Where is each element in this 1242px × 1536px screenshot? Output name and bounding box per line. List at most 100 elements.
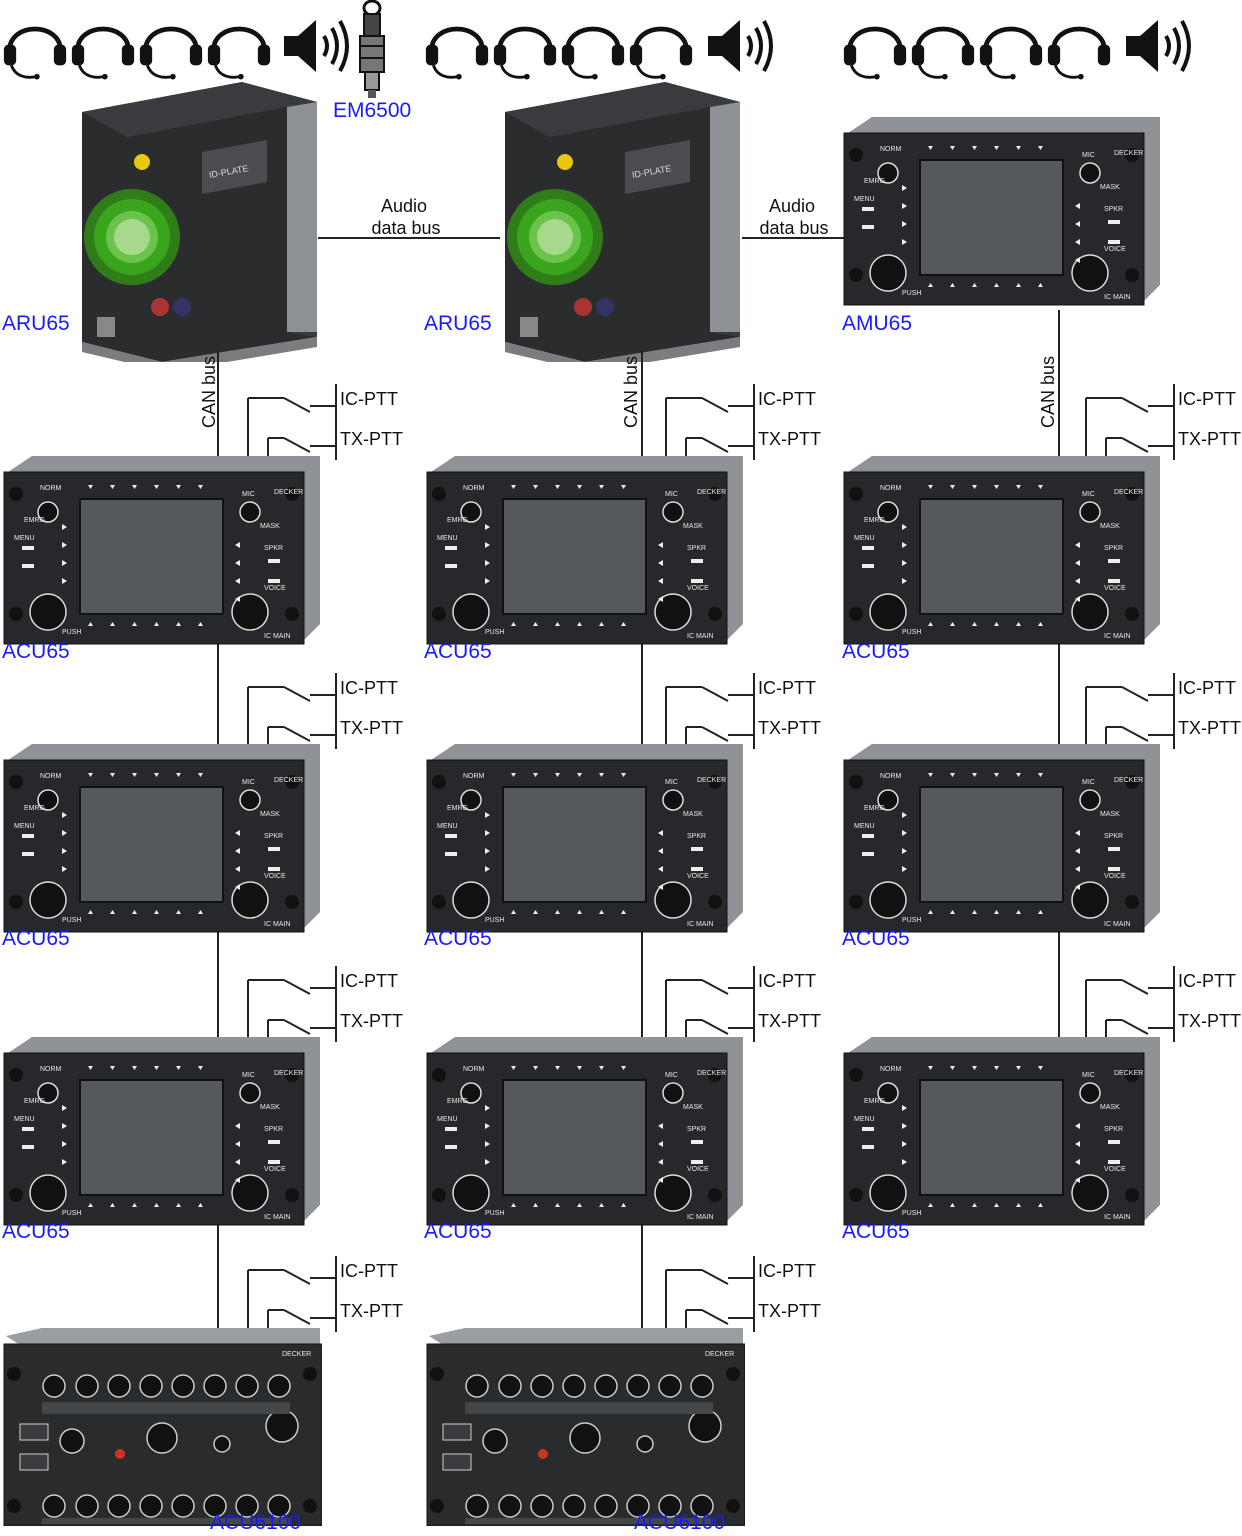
audio-bus-label-2-line2: data bus (759, 218, 828, 238)
headset-icon (912, 29, 974, 79)
ic-ptt-label: IC-PTT (1178, 678, 1236, 698)
amu65-label: AMU65 (842, 312, 912, 335)
can-bus-label-3: CAN bus (1038, 356, 1058, 428)
acu65-panel (425, 454, 745, 646)
headset-icon (1048, 29, 1110, 79)
acu65-panel (2, 742, 322, 934)
headset-icon (630, 29, 692, 79)
acu65-label: ACU65 (2, 640, 70, 663)
tx-ptt-label: TX-PTT (340, 718, 403, 738)
headset-icon (844, 29, 906, 79)
acu65-panel (842, 1035, 1162, 1227)
ic-ptt-label: IC-PTT (340, 971, 398, 991)
ptt-switch-contact (701, 397, 729, 413)
headset-icon (140, 29, 202, 79)
aru65-label-2: ARU65 (424, 312, 492, 335)
audio-bus-label-1-line2: data bus (371, 218, 440, 238)
ptt-switch-contact (701, 437, 729, 453)
amu65-unit (842, 115, 1162, 307)
headset-icon (562, 29, 624, 79)
acu65-label: ACU65 (2, 927, 70, 950)
ic-ptt-label: IC-PTT (1178, 971, 1236, 991)
acu65-label: ACU65 (2, 1220, 70, 1243)
ptt-switch-contact (1121, 1019, 1149, 1035)
ptt-switch-contact (283, 1269, 311, 1285)
headset-group-3 (844, 18, 1191, 79)
ptt-switch-contact (1121, 726, 1149, 742)
tx-ptt-label: TX-PTT (758, 1011, 821, 1031)
ptt-switch-contact (1121, 437, 1149, 453)
acu6100-label: ACU6100 (634, 1511, 725, 1534)
audio-bus-label-2-line1: Audio (769, 196, 815, 216)
ptt-switch-contact (283, 1309, 311, 1325)
ptt-switch-contact (283, 1019, 311, 1035)
acu65-panel (425, 1035, 745, 1227)
ic-ptt-label: IC-PTT (758, 678, 816, 698)
ptt-switch-contact (701, 979, 729, 995)
audio-bus-label-1-line1: Audio (381, 196, 427, 216)
aru65-unit-1 (82, 82, 317, 362)
ptt-switch-contact (701, 686, 729, 702)
ptt-switch-contact (283, 686, 311, 702)
acu65-panel (425, 742, 745, 934)
acu6100-panel (426, 1327, 745, 1526)
headset-icon (208, 29, 270, 79)
headset-icon (426, 29, 488, 79)
acu65-panel (2, 1035, 322, 1227)
headset-icon (4, 29, 66, 79)
acu65-panel (842, 742, 1162, 934)
headset-group-2 (426, 18, 773, 79)
acu65-panel (842, 454, 1162, 646)
acu6100-label: ACU6100 (210, 1511, 301, 1534)
tx-ptt-label: TX-PTT (1178, 1011, 1241, 1031)
ptt-switch-contact (1121, 979, 1149, 995)
headset-group-1 (4, 0, 386, 100)
acu65-label: ACU65 (842, 927, 910, 950)
ptt-switch-contact (283, 397, 311, 413)
ptt-switch-contact (283, 979, 311, 995)
acu65-label: ACU65 (842, 1220, 910, 1243)
acu65-label: ACU65 (842, 640, 910, 663)
acu65-label: ACU65 (424, 640, 492, 663)
tx-ptt-label: TX-PTT (1178, 718, 1241, 738)
aru65-unit-2 (505, 82, 740, 362)
headset-icon (494, 29, 556, 79)
ptt-switch-contact (701, 726, 729, 742)
tx-ptt-label: TX-PTT (1178, 429, 1241, 449)
headset-icon (980, 29, 1042, 79)
ic-ptt-label: IC-PTT (340, 389, 398, 409)
can-bus-label-2: CAN bus (621, 356, 641, 428)
acu65-panel (2, 454, 322, 646)
ptt-switch-contact (701, 1309, 729, 1325)
ptt-switch-contact (1121, 686, 1149, 702)
ptt-switch-contact (701, 1019, 729, 1035)
ptt-switches: IC-PTT TX-PTT IC-PTT TX-PTT IC-PTT TX-PTT IC-P… (247, 384, 1241, 1336)
ptt-switch-contact (701, 1269, 729, 1285)
microphone-icon (358, 0, 386, 100)
ptt-switch-contact (283, 437, 311, 453)
ic-ptt-label: IC-PTT (340, 1261, 398, 1281)
tx-ptt-label: TX-PTT (758, 429, 821, 449)
tx-ptt-label: TX-PTT (340, 429, 403, 449)
ic-ptt-label: IC-PTT (758, 389, 816, 409)
ic-ptt-label: IC-PTT (1178, 389, 1236, 409)
speaker-icon (1124, 18, 1191, 74)
headset-icon (72, 29, 134, 79)
acu65-label: ACU65 (424, 1220, 492, 1243)
ic-ptt-label: IC-PTT (340, 678, 398, 698)
em6500-label: EM6500 (333, 99, 411, 122)
ptt-switch-contact (283, 726, 311, 742)
can-bus-label-1: CAN bus (199, 356, 219, 428)
speaker-icon (706, 18, 773, 74)
tx-ptt-label: TX-PTT (758, 718, 821, 738)
ic-ptt-label: IC-PTT (758, 971, 816, 991)
tx-ptt-label: TX-PTT (340, 1011, 403, 1031)
ic-ptt-label: IC-PTT (758, 1261, 816, 1281)
tx-ptt-label: TX-PTT (758, 1301, 821, 1321)
speaker-icon (282, 18, 349, 74)
tx-ptt-label: TX-PTT (340, 1301, 403, 1321)
acu6100-panel (3, 1327, 322, 1526)
acu65-label: ACU65 (424, 927, 492, 950)
aru65-label-1: ARU65 (2, 312, 70, 335)
